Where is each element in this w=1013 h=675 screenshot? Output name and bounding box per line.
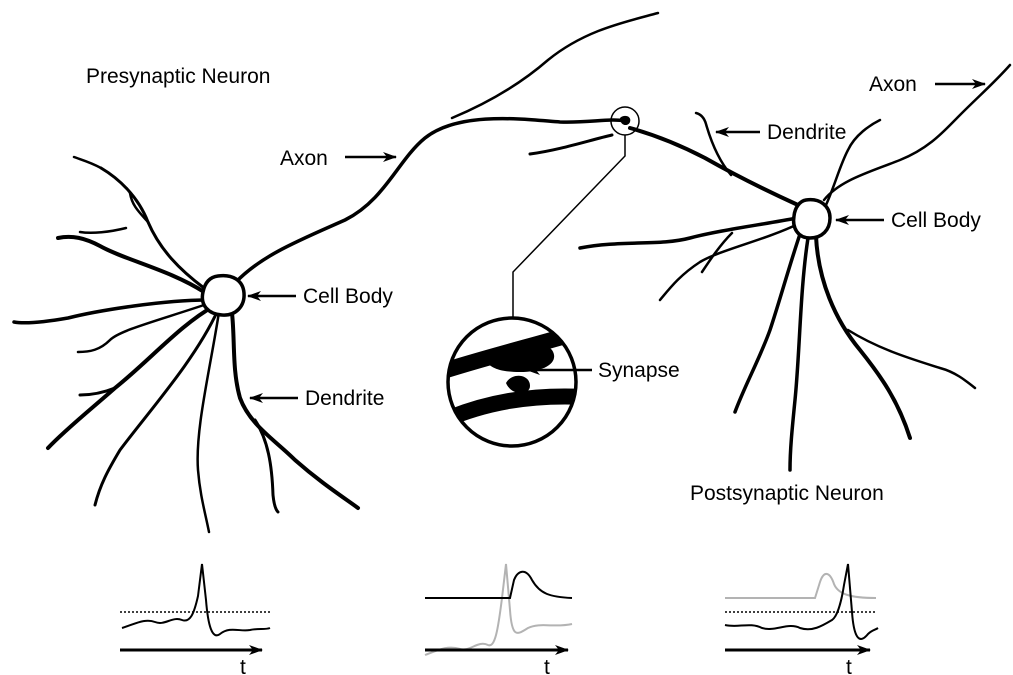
post-cell-body-label: Cell Body (891, 209, 981, 232)
membrane-potential-trace (122, 564, 270, 635)
synapse-detail (440, 107, 639, 446)
membrane-potential-trace (725, 564, 878, 639)
postsynaptic-potential-plot: t (725, 564, 878, 675)
time-axis-label: t (240, 656, 246, 675)
time-axis-label: t (544, 656, 550, 675)
synapse-label: Synapse (598, 359, 680, 382)
post-axon-label: Axon (869, 73, 917, 96)
synaptic-transmission-plot: t (425, 564, 572, 675)
pre-cell-body-label: Cell Body (303, 285, 393, 308)
presynaptic-neuron-title: Presynaptic Neuron (86, 65, 270, 88)
pre-dendrite-label: Dendrite (305, 387, 384, 410)
postsynaptic-response-trace (425, 572, 572, 598)
faded-presynaptic-trace (425, 564, 572, 655)
faded-epsp-trace (725, 574, 876, 598)
time-axis-label: t (846, 656, 852, 675)
presynaptic-potential-plot: t (120, 564, 270, 675)
presynaptic-neuron (14, 13, 658, 532)
pre-axon-label: Axon (280, 147, 328, 170)
post-dendrite-label: Dendrite (767, 121, 846, 144)
postsynaptic-neuron-title: Postsynaptic Neuron (690, 482, 884, 505)
